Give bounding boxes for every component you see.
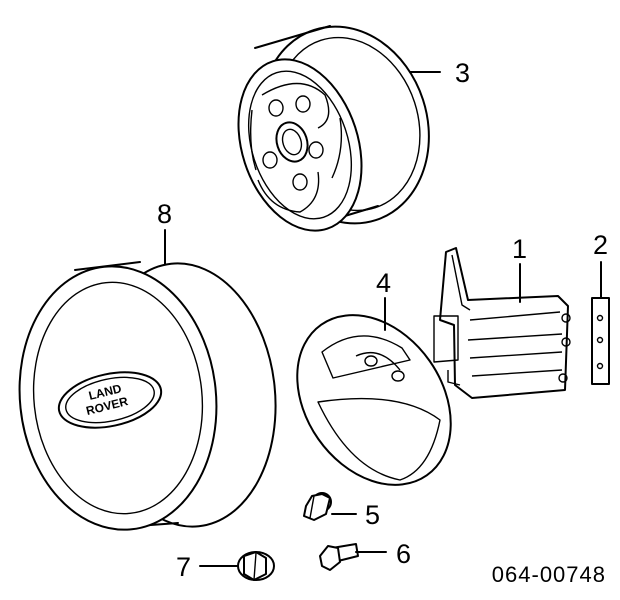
callout-8: 8	[157, 199, 172, 229]
callout-1: 1	[512, 234, 527, 264]
callout-6: 6	[396, 539, 411, 569]
wheel-plate	[296, 314, 452, 486]
wheel-rim	[237, 25, 430, 232]
wheel-nut	[303, 492, 332, 521]
reference-code: 064-00748	[492, 562, 606, 587]
callout-3: 3	[455, 58, 470, 88]
spare-wheel-cover: LAND ROVER	[18, 261, 277, 531]
flange-nut	[237, 551, 275, 581]
callout-7: 7	[176, 552, 191, 582]
stud-bolt	[319, 543, 359, 571]
callout-2: 2	[593, 230, 608, 260]
strap-plate	[591, 297, 610, 385]
mounting-bracket	[433, 247, 571, 399]
callout-4: 4	[376, 268, 391, 298]
callout-5: 5	[365, 500, 380, 530]
leader-lines	[164, 71, 602, 567]
